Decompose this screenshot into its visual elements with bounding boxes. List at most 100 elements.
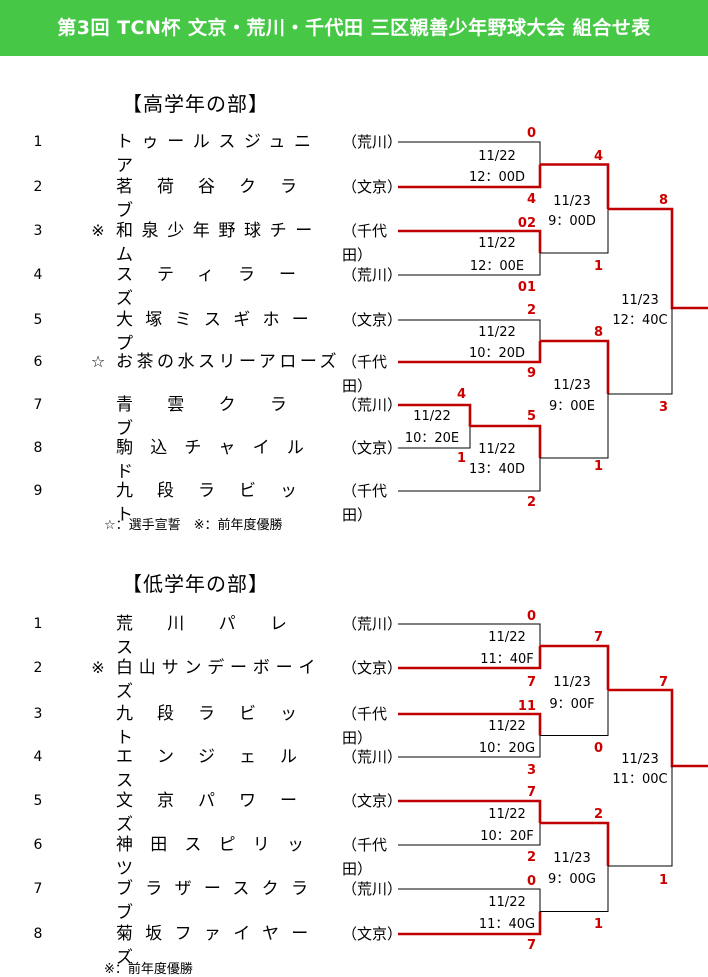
senior-qf-2-score-bottom: 1 (594, 459, 603, 474)
junior-qf-2-date: 11/23 (553, 851, 590, 866)
bracket-line (398, 426, 471, 449)
junior-match-3-4-date: 11/22 (488, 719, 525, 734)
senior-note: ☆：選手宣誓 ※：前年度優勝 (104, 518, 283, 533)
winner-path (468, 424, 542, 458)
senior-qf-2-date: 11/23 (553, 378, 590, 393)
team-ward: （文京） (342, 659, 403, 677)
junior-final-time: 11：00C (612, 772, 667, 787)
senior-final-time: 12：40C (612, 313, 667, 328)
senior-final-score-top: 8 (659, 193, 668, 208)
senior-match-5-6-score-bottom: 9 (527, 366, 536, 381)
senior-match-1-2-score-bottom: 4 (527, 192, 536, 207)
team-name: 駒込チャイルド (116, 438, 322, 482)
senior-match-5-6-date: 11/22 (478, 325, 515, 340)
team-name: 荒川パレス (116, 614, 322, 658)
team-ward: （文京） (342, 178, 403, 196)
team-seed: 4 (33, 267, 43, 283)
team-ward: （荒川） (342, 615, 403, 633)
team-seed: 1 (33, 134, 43, 150)
senior-match-9-score-bottom: 2 (527, 495, 536, 510)
bracket-line (398, 458, 541, 492)
team-seed: 9 (33, 483, 43, 499)
junior-qf-2-time: 9：00G (548, 872, 596, 887)
junior-qf-2-score-bottom: 1 (594, 917, 603, 932)
team-ward: （荒川） (342, 748, 403, 766)
junior-final-score-bottom: 1 (659, 873, 668, 888)
senior-final-score-bottom: 3 (659, 400, 668, 415)
senior-match-7-8-time: 10：20E (405, 431, 459, 446)
team-ward: （文京） (342, 792, 403, 810)
junior-match-3-4-score-top: 11 (518, 699, 536, 714)
winner-path (540, 163, 610, 209)
title-banner (0, 0, 708, 56)
junior-match-5-6-date: 11/22 (488, 807, 525, 822)
winner-path (540, 644, 610, 690)
bracket-line (398, 735, 541, 758)
team-seed: 6 (33, 354, 43, 370)
senior-match-5-6-score-top: 2 (527, 303, 536, 318)
team-ward: （荒川） (342, 880, 403, 898)
team-mark: ※ (91, 658, 105, 677)
senior-qf-1-date: 11/23 (553, 194, 590, 209)
junior-qf-1-time: 9：00F (549, 697, 594, 712)
team-name: トゥールスジュニア (116, 132, 320, 176)
winner-path (398, 229, 542, 253)
team-ward: （荒川） (342, 133, 403, 151)
winner-path (608, 688, 708, 768)
team-name: ブラザースクラブ (116, 879, 321, 923)
junior-match-3-4-time: 10：20G (479, 741, 535, 756)
junior-match-1-2-date: 11/22 (488, 630, 525, 645)
bracket-line (398, 623, 541, 646)
junior-match-1-2-score-top: 0 (527, 609, 536, 624)
junior-match-5-6-score-top: 7 (527, 785, 536, 800)
team-seed: 3 (33, 223, 43, 239)
bracket-line (608, 766, 673, 867)
team-name: 大塚ミスギホープ (116, 310, 322, 354)
bracket-line (540, 209, 609, 254)
winner-path (608, 207, 708, 310)
junior-match-7-8-score-bottom: 7 (527, 938, 536, 953)
team-name: 菊坂ファイヤーズ (116, 924, 321, 968)
senior-match-7-8-score-bottom: 1 (457, 451, 466, 466)
bracket-line (398, 319, 541, 341)
team-seed: 5 (33, 312, 43, 328)
senior-match-7-8-score-top: 4 (457, 387, 466, 402)
winner-path (398, 911, 542, 936)
senior-heading: 【高学年の部】 (122, 92, 269, 116)
team-ward: （千代田） (342, 353, 388, 395)
winner-path (398, 712, 542, 736)
junior-match-7-8-date: 11/22 (488, 895, 525, 910)
senior-match-7-8-date: 11/22 (413, 409, 450, 424)
team-ward: （千代田） (342, 482, 388, 524)
team-seed: 7 (33, 397, 43, 413)
team-ward: （文京） (342, 439, 403, 457)
senior-match-5-6-time: 10：20D (469, 346, 525, 361)
junior-match-3-4-score-bottom: 3 (527, 763, 536, 778)
team-ward: （千代田） (342, 222, 388, 264)
senior-qf-1-score-bottom: 1 (594, 259, 603, 274)
bracket-line (398, 888, 541, 912)
senior-match-3-4-time: 12：00E (470, 259, 524, 274)
senior-match-1-2-date: 11/22 (478, 149, 515, 164)
bracket-line (540, 394, 609, 459)
junior-final-date: 11/23 (621, 752, 658, 767)
bracket-line (398, 141, 541, 165)
senior-match-1-2-time: 12：00D (469, 170, 525, 185)
team-seed: 1 (33, 616, 43, 632)
senior-qf-1-score-top: 4 (594, 149, 603, 164)
team-name: 茗荷谷クラブ (116, 177, 321, 221)
senior-match-3-4-date: 11/22 (478, 236, 515, 251)
team-ward: （荒川） (342, 266, 403, 284)
team-seed: 8 (33, 926, 43, 942)
junior-match-5-6-score-bottom: 2 (527, 850, 536, 865)
winner-path (398, 341, 542, 364)
junior-qf-1-score-top: 7 (594, 630, 603, 645)
